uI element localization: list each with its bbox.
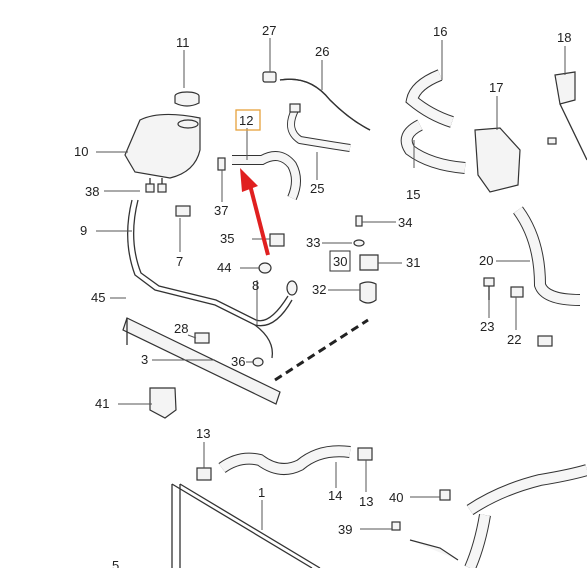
label-12: 12 <box>239 113 253 128</box>
housing-17 <box>474 127 521 193</box>
hose-14 <box>196 445 373 481</box>
clamp-7 <box>175 205 191 217</box>
label-18: 18 <box>557 30 571 45</box>
hose-25 <box>287 103 351 152</box>
radiator-1 <box>171 483 321 568</box>
label-7: 7 <box>176 254 183 269</box>
reservoir-cap <box>174 91 200 107</box>
label-35: 35 <box>220 231 234 246</box>
clamp-36 <box>252 357 264 367</box>
bracket-41 <box>149 387 177 419</box>
label-38: 38 <box>85 184 99 199</box>
part-labels: 1 3 5 7 8 9 10 11 12 13 13 14 15 16 17 1… <box>74 23 571 568</box>
label-31: 31 <box>406 255 420 270</box>
label-40: 40 <box>389 490 403 505</box>
label-14: 14 <box>328 488 342 503</box>
label-1: 1 <box>258 485 265 500</box>
pipes-8-9 <box>127 199 298 359</box>
label-5b: 5 <box>112 558 119 568</box>
label-25: 25 <box>310 181 324 196</box>
clamp-35 <box>269 233 285 247</box>
label-41: 41 <box>95 396 109 411</box>
label-13b: 13 <box>359 494 373 509</box>
hose-20 <box>513 206 581 306</box>
label-13a: 13 <box>196 426 210 441</box>
label-9: 9 <box>80 223 87 238</box>
label-32: 32 <box>312 282 326 297</box>
label-15: 15 <box>406 187 420 202</box>
part-18 <box>554 71 587 161</box>
label-37: 37 <box>214 203 228 218</box>
label-33: 33 <box>306 235 320 250</box>
label-27: 27 <box>262 23 276 38</box>
label-44: 44 <box>217 260 231 275</box>
label-3: 3 <box>141 352 148 367</box>
hose-bottom-right <box>391 464 587 568</box>
label-28: 28 <box>174 321 188 336</box>
dashed-connector <box>274 318 369 382</box>
hose-12 <box>217 151 301 201</box>
clamp-22 <box>510 286 553 347</box>
boxed-part-30 <box>329 250 351 272</box>
hoses-15-16 <box>400 69 466 174</box>
expansion-tank <box>124 113 201 193</box>
label-26: 26 <box>315 44 329 59</box>
red-arrow <box>240 168 270 256</box>
label-22: 22 <box>507 332 521 347</box>
parts-31-34 <box>353 215 379 304</box>
label-23: 23 <box>480 319 494 334</box>
label-36: 36 <box>231 354 245 369</box>
label-39: 39 <box>338 522 352 537</box>
label-20: 20 <box>479 253 493 268</box>
label-17: 17 <box>489 80 503 95</box>
label-11: 11 <box>176 35 190 50</box>
bolt-23 <box>483 277 495 300</box>
label-16: 16 <box>433 24 447 39</box>
radiator-bracket <box>122 317 281 405</box>
clamp-27 <box>262 71 277 83</box>
label-8: 8 <box>252 278 259 293</box>
hose-26 <box>279 78 371 131</box>
label-10: 10 <box>74 144 88 159</box>
label-30: 30 <box>333 254 347 269</box>
label-34: 34 <box>398 215 412 230</box>
leader-lines <box>96 38 566 530</box>
clamp-44 <box>258 262 272 274</box>
bolt-near-18 <box>547 137 557 145</box>
clamp-28 <box>194 332 210 344</box>
label-45: 45 <box>91 290 105 305</box>
highlight-box-12 <box>235 109 261 131</box>
